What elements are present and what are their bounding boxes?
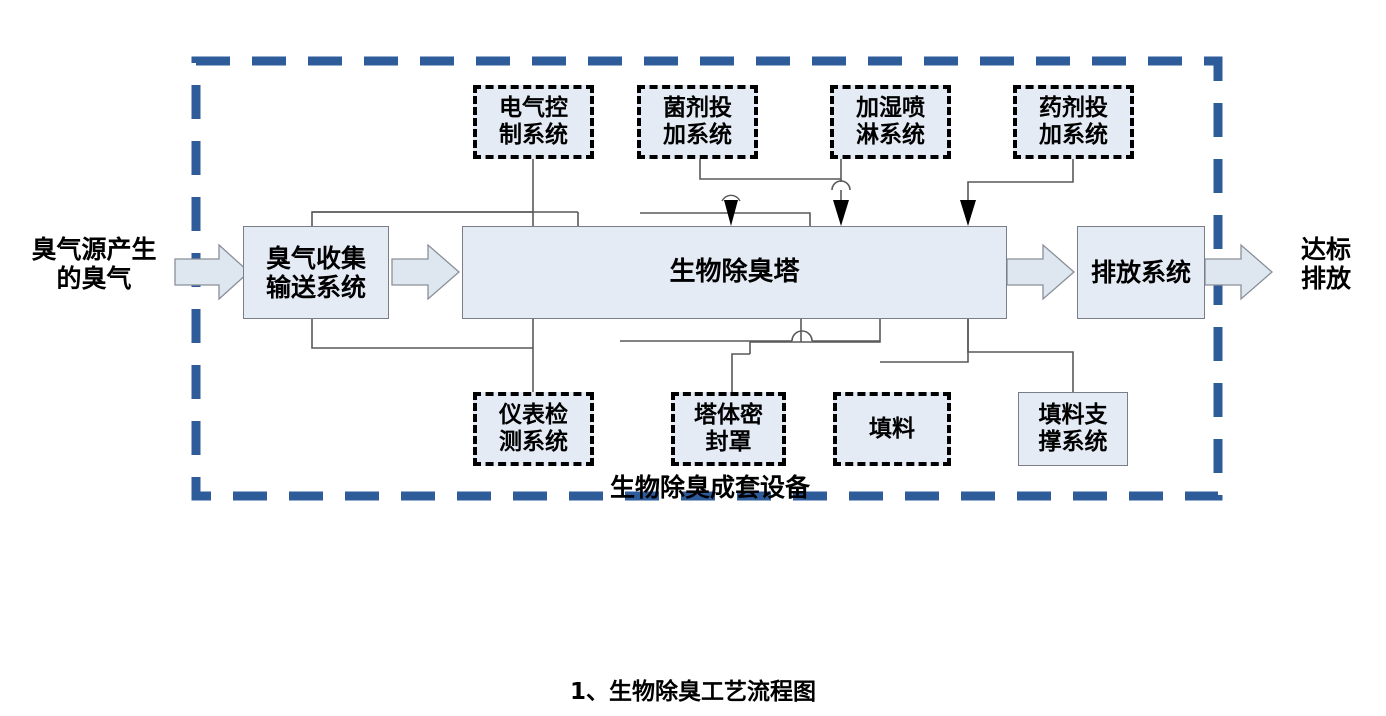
line-sealcover-drop	[731, 353, 750, 392]
jump-arc-humidify	[831, 180, 851, 191]
node-bacteria-dosing-system[interactable]: 菌剂投 加系统	[637, 85, 758, 159]
line-chemical-to-tower	[967, 159, 1074, 200]
node-electric-control-system[interactable]: 电气控 制系统	[473, 85, 594, 159]
block-arrow-source-to-collect	[174, 243, 250, 301]
arrowhead-bacteria	[724, 200, 738, 226]
node-tower-seal-cover[interactable]: 塔体密 封罩	[671, 392, 786, 466]
block-arrow-discharge-to-outlet	[1204, 243, 1273, 301]
arrowhead-chemical	[960, 200, 976, 226]
node-packing-material[interactable]: 填料	[833, 392, 951, 466]
arrowhead-humidify	[833, 200, 849, 226]
node-collect-transport[interactable]: 臭气收集 输送系统	[243, 226, 389, 319]
line-bacteria-bus	[731, 212, 811, 226]
node-biological-deodorization-tower[interactable]: 生物除臭塔	[462, 226, 1007, 319]
source-label: 臭气源产生 的臭气	[31, 235, 157, 293]
node-humidification-spray-system[interactable]: 加湿喷 淋系统	[830, 85, 951, 159]
line-tower-to-packing	[880, 319, 969, 363]
block-arrow-tower-to-discharge	[1006, 243, 1075, 301]
node-chemical-dosing-system[interactable]: 药剂投 加系统	[1013, 85, 1134, 159]
outlet-label: 达标 排放	[1300, 235, 1351, 293]
node-packing-support-system[interactable]: 填料支 撑系统	[1018, 392, 1128, 466]
line-bus-to-collect-top	[311, 211, 533, 226]
jump-arc-bacteria	[721, 194, 741, 202]
line-bacteria-to-tower	[699, 159, 841, 180]
jump-arc-sealcover	[791, 330, 813, 342]
line-tower-to-support	[967, 319, 1074, 392]
figure-caption: 1、生物除臭工艺流程图	[569, 679, 816, 705]
node-instrument-detection-system[interactable]: 仪表检 测系统	[473, 392, 594, 466]
line-sealcover-run	[749, 319, 881, 354]
enclosure-label: 生物除臭成套设备	[609, 473, 810, 502]
node-discharge-system[interactable]: 排放系统	[1077, 226, 1205, 319]
line-collect-bottom-loop	[311, 319, 533, 349]
block-arrow-collect-to-tower	[391, 243, 460, 301]
